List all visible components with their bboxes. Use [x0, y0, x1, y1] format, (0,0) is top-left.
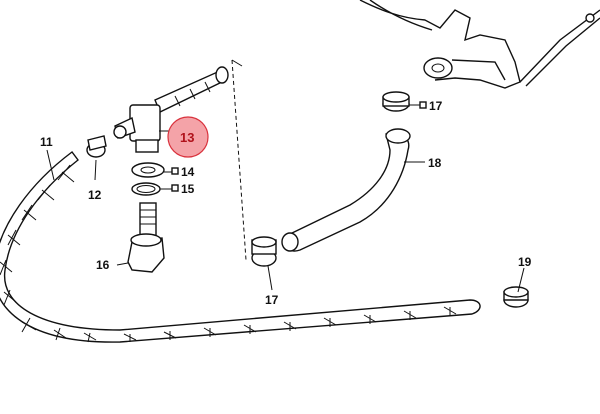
- callout-14[interactable]: 14: [181, 165, 195, 179]
- callout-19[interactable]: 19: [518, 255, 532, 269]
- callout-17-top[interactable]: 17: [429, 99, 443, 113]
- clip-part-12: [86, 135, 107, 158]
- callout-17a-box: [419, 101, 427, 109]
- clip-part-19: [503, 286, 529, 308]
- braided-hose-part-11: [0, 151, 481, 343]
- hose-part-18: [281, 128, 411, 252]
- callout-16[interactable]: 16: [96, 258, 110, 272]
- reference-line: [231, 59, 247, 261]
- callout-12[interactable]: 12: [88, 188, 102, 202]
- callout-15[interactable]: 15: [181, 182, 195, 196]
- callout-18[interactable]: 18: [428, 156, 442, 170]
- oring-part-15: [131, 182, 161, 196]
- clip-part-17-bottom: [251, 236, 277, 267]
- washer-part-14: [131, 162, 165, 178]
- callout-13[interactable]: 13: [180, 130, 194, 145]
- highlight-circle-13[interactable]: [167, 116, 209, 158]
- filter-elbow-part-16: [127, 202, 165, 273]
- clip-part-17-top: [382, 91, 410, 112]
- fuel-valve-part-13: [113, 66, 229, 153]
- leader-lines: [46, 104, 525, 293]
- callout-17-bottom[interactable]: 17: [265, 293, 279, 307]
- callout-11[interactable]: 11: [40, 135, 53, 149]
- frame-bracket: [359, 0, 600, 89]
- reference-tick: [231, 59, 243, 67]
- callout-14-box: [171, 167, 179, 175]
- callout-15-box: [171, 184, 179, 192]
